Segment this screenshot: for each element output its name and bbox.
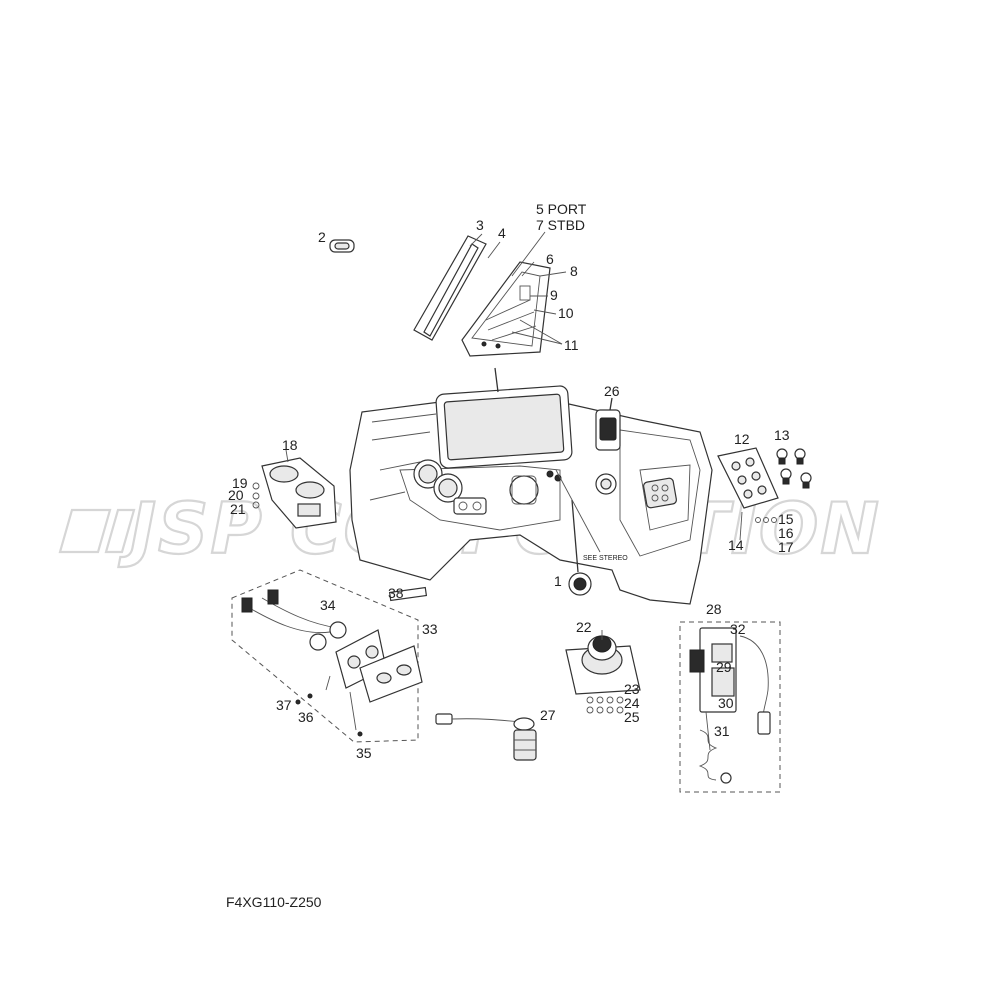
callout-16: 16: [778, 525, 794, 541]
harness-27: [435, 713, 537, 761]
joystick-assembly: [565, 630, 641, 714]
callout-11: 11: [564, 337, 579, 353]
callout-19: 19: [232, 475, 248, 491]
callout-15: 15: [778, 511, 794, 527]
callout-4: 4: [498, 225, 506, 241]
callout-23: 23: [624, 681, 640, 697]
socket-12v: SEE STEREO: [555, 469, 628, 596]
clip-part: [329, 239, 355, 253]
figure-code: F4XG110-Z250: [226, 894, 322, 910]
see-stereo-note: SEE STEREO: [583, 555, 628, 562]
callout-labels: 2 3 4 5 PORT 7 STBD 6 8 9 10 11 26 12 13…: [228, 201, 794, 761]
callout-26: 26: [604, 383, 620, 399]
callout-37: 37: [276, 697, 292, 713]
callout-2: 2: [318, 229, 326, 245]
callout-38: 38: [388, 585, 404, 601]
callout-35: 35: [356, 745, 372, 761]
phone-holder: [595, 397, 621, 451]
callout-13: 13: [774, 427, 790, 443]
callout-22: 22: [576, 619, 592, 635]
callout-34: 34: [320, 597, 336, 613]
callout-18: 18: [282, 437, 298, 453]
left-panel-plate: [252, 449, 337, 529]
callout-32: 32: [730, 621, 746, 637]
callout-28: 28: [706, 601, 722, 617]
switch-panel-kit: [231, 569, 428, 743]
callout-3: 3: [476, 217, 484, 233]
callout-10: 10: [558, 305, 574, 321]
callout-17: 17: [778, 539, 794, 555]
callout-31: 31: [714, 723, 730, 739]
callout-5: 5 PORT: [536, 201, 587, 217]
callout-25: 25: [624, 709, 640, 725]
display-screen: [435, 367, 573, 469]
right-panel-plate: [717, 447, 812, 541]
callout-7: 7 STBD: [536, 217, 585, 233]
callout-21: 21: [230, 501, 246, 517]
callout-12: 12: [734, 431, 750, 447]
callout-33: 33: [422, 621, 438, 637]
callout-8: 8: [570, 263, 578, 279]
callout-14: 14: [728, 537, 744, 553]
bezel-assembly: [413, 231, 567, 357]
callout-27: 27: [540, 707, 556, 723]
callout-20: 20: [228, 487, 244, 503]
callout-29: 29: [716, 659, 732, 675]
callout-30: 30: [718, 695, 734, 711]
callout-36: 36: [298, 709, 314, 725]
callout-9: 9: [550, 287, 558, 303]
callout-6: 6: [546, 251, 554, 267]
callout-24: 24: [624, 695, 640, 711]
key-switch-kit: [679, 621, 781, 793]
callout-1: 1: [554, 573, 562, 589]
